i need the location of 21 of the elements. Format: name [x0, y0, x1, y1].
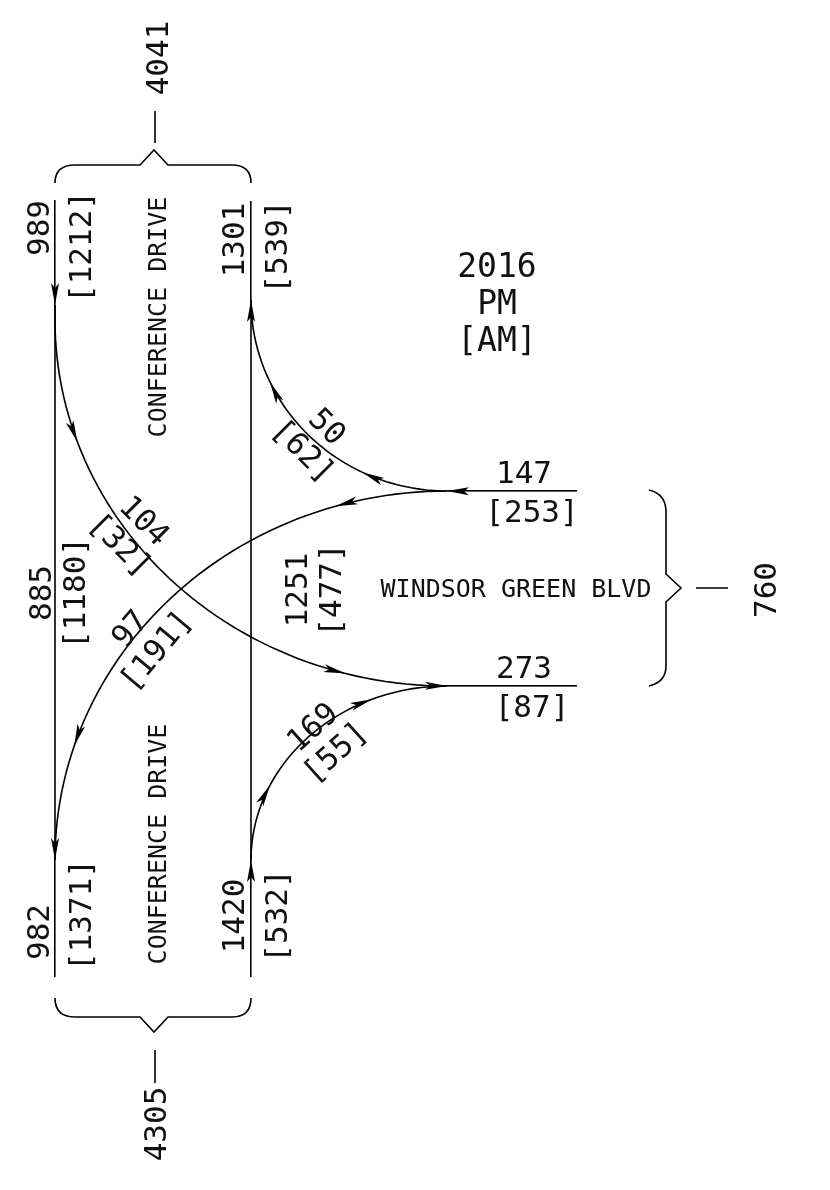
- volume-count: 1301: [216, 202, 250, 278]
- volume-count: 147: [496, 455, 552, 489]
- volume-count: 982: [21, 904, 55, 960]
- volume-count: [539]: [259, 200, 293, 294]
- street-name: CONFERENCE DRIVE: [142, 196, 172, 438]
- volume-count: 1420: [216, 878, 250, 954]
- volume-count: [532]: [259, 869, 293, 963]
- street-name: CONFERENCE DRIVE: [142, 723, 172, 965]
- volume-count: [87]: [494, 689, 570, 723]
- period-label: 2016 PM [AM]: [456, 246, 538, 358]
- edge-label: 885 [1180]: [23, 537, 91, 651]
- volume-count: [1212]: [63, 191, 97, 303]
- volume-count: 989: [21, 200, 55, 256]
- volume-count: [253]: [485, 494, 579, 528]
- volume-total: 760: [747, 562, 783, 618]
- edge-label: 1251 [477]: [279, 542, 347, 639]
- volume-total: 4041: [139, 20, 175, 96]
- volume-count: [1371]: [63, 859, 97, 971]
- volume-count: 273: [496, 650, 552, 684]
- volume-total: 4305: [137, 1086, 173, 1162]
- street-name: WINDSOR GREEN BLVD: [380, 573, 652, 603]
